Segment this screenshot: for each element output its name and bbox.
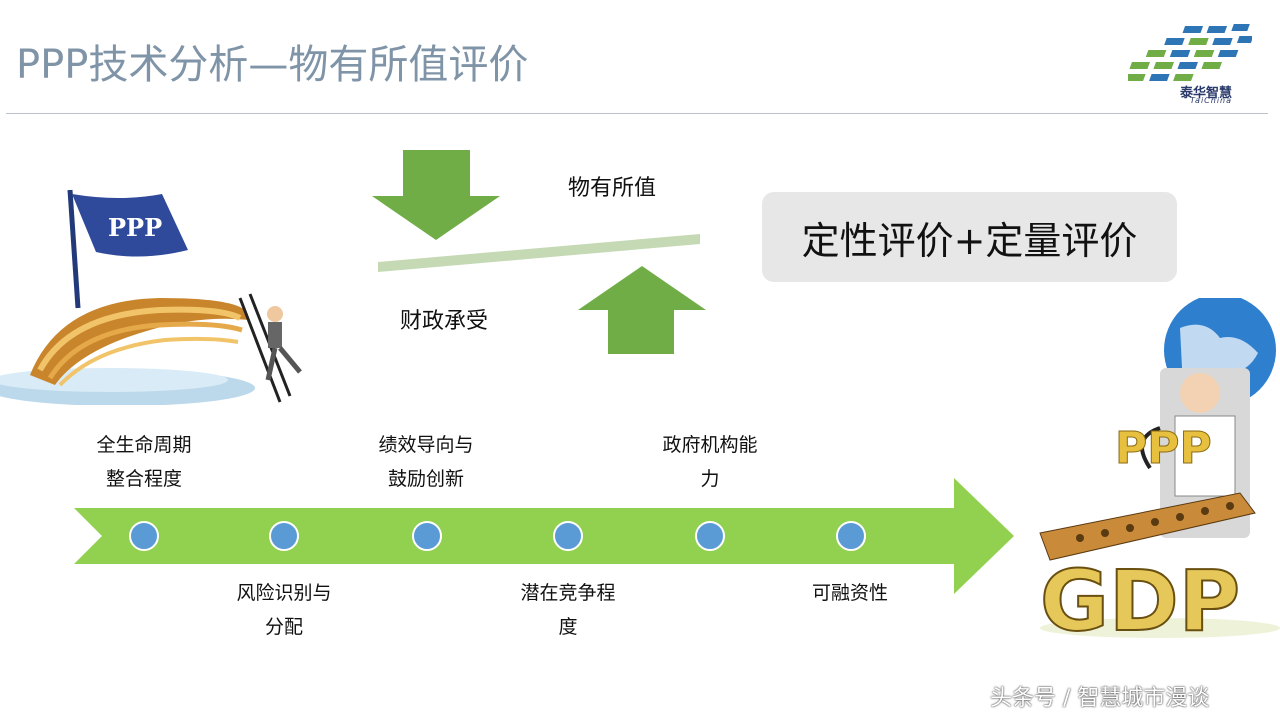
logo-name: 泰华智慧 [1180, 86, 1233, 101]
timeline-node [269, 521, 299, 551]
timeline-node [412, 521, 442, 551]
timeline-label-gov-capacity: 政府机构能 力 [662, 434, 758, 490]
timeline-node [836, 521, 866, 551]
timeline-node [695, 521, 725, 551]
logo-subtitle: TaiChina [1190, 96, 1233, 105]
abacus-icon [1039, 492, 1256, 561]
evaluation-box: 定性评价+定量评价 [762, 192, 1177, 282]
svg-text:PPP: PPP [108, 213, 162, 242]
coin-stack-icon [30, 298, 250, 387]
down-arrow-icon [372, 150, 500, 240]
up-arrow-icon [578, 266, 706, 354]
gdp-abacus-illustration: PPP GDP [1039, 298, 1280, 643]
balance-diagram [372, 150, 706, 354]
timeline-label-competition: 潜在竞争程 度 [520, 582, 616, 638]
slide-title: PPP技术分析—物有所值评价 [16, 42, 529, 88]
timeline-node [129, 521, 159, 551]
timeline-arrow [74, 478, 1014, 594]
timeline-label-performance: 绩效导向与 鼓励创新 [378, 434, 474, 490]
ppp-sign-icon: PPP [1115, 423, 1213, 475]
value-for-money-label: 物有所值 [568, 176, 657, 201]
ppp-coins-illustration: PPP [0, 189, 302, 405]
title-divider [6, 113, 1268, 114]
ppp-flag-icon [72, 194, 188, 257]
timeline-node [553, 521, 583, 551]
timeline-label-bankability: 可融资性 [811, 582, 888, 604]
fiscal-affordability-label: 财政承受 [400, 309, 489, 334]
company-logo [1128, 24, 1252, 81]
beam [378, 234, 700, 272]
footer-credit: 头条号 / 智慧城市漫谈 [990, 686, 1210, 711]
logo-mark-icon [1128, 24, 1252, 81]
timeline-label-lifecycle: 全生命周期 整合程度 [96, 434, 192, 490]
climber-icon [238, 293, 302, 403]
timeline-label-risk: 风险识别与 分配 [236, 582, 332, 638]
gdp-text: GDP [1040, 552, 1240, 643]
svg-text:PPP: PPP [1115, 423, 1212, 474]
